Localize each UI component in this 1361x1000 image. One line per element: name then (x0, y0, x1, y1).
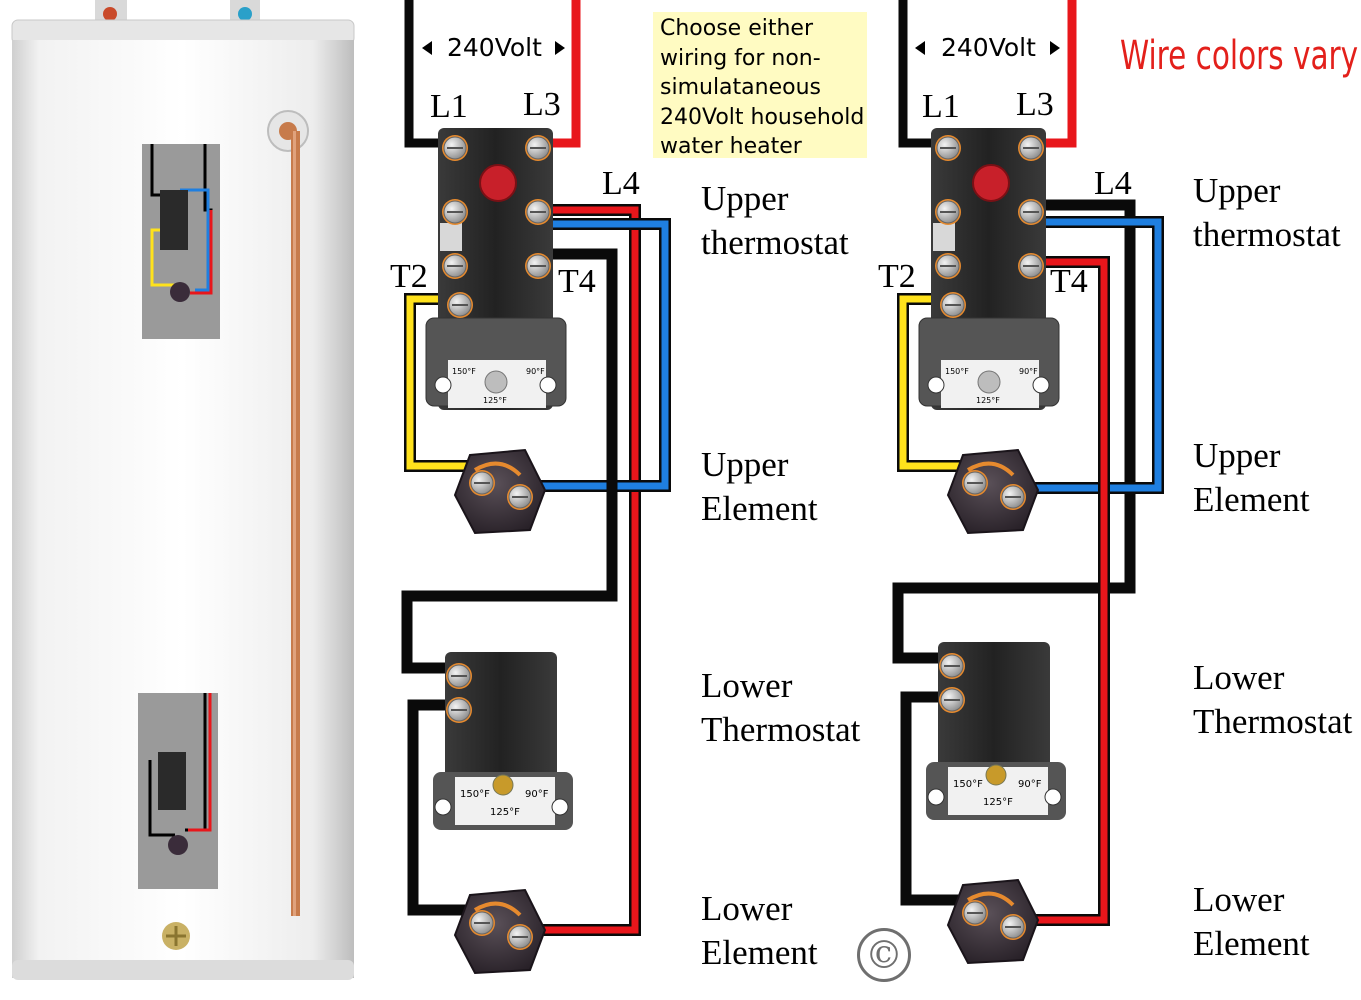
left-upper-element-icon (453, 448, 547, 535)
svg-text:90°F: 90°F (526, 367, 545, 376)
right-terminal-t2: T2 (878, 258, 916, 295)
right-voltage-label: 240Volt (941, 33, 1036, 62)
right-terminal-l1: L1 (922, 88, 960, 125)
svg-text:125°F: 125°F (483, 396, 507, 405)
svg-text:90°F: 90°F (1018, 779, 1042, 790)
left-voltage-label: 240Volt (447, 33, 542, 62)
wiring-note: Choose either wiring for non- simulatane… (653, 12, 867, 159)
svg-text:125°F: 125°F (490, 807, 520, 818)
right-diagram-wires (892, 0, 1164, 926)
water-heater-tank-icon (11, 0, 355, 980)
left-terminal-l1: L1 (430, 88, 468, 125)
svg-text:125°F: 125°F (976, 396, 1000, 405)
left-upper-thermostat-icon: 150°F 125°F 90°F (425, 128, 567, 410)
svg-text:150°F: 150°F (460, 789, 490, 800)
right-lower-element-icon (946, 878, 1040, 965)
svg-text:125°F: 125°F (983, 797, 1013, 808)
svg-text:150°F: 150°F (945, 367, 969, 376)
svg-text:90°F: 90°F (1019, 367, 1038, 376)
left-terminal-l4: L4 (602, 165, 640, 202)
left-terminal-l3: L3 (523, 86, 561, 123)
svg-text:90°F: 90°F (525, 789, 549, 800)
svg-text:150°F: 150°F (452, 367, 476, 376)
right-terminal-l3: L3 (1016, 86, 1054, 123)
right-upper-element-icon (946, 448, 1040, 535)
voltage-arrows (422, 41, 1060, 55)
right-terminal-l4: L4 (1094, 165, 1132, 202)
left-diagram-wires (401, 0, 671, 936)
left-terminal-t2: T2 (390, 258, 428, 295)
svg-text:150°F: 150°F (953, 779, 983, 790)
wire-colors-warning: Wire colors vary (1120, 33, 1359, 79)
right-terminal-t4: T4 (1050, 263, 1088, 300)
left-terminal-t4: T4 (558, 263, 596, 300)
right-upper-thermostat-icon: 150°F 125°F 90°F (918, 128, 1060, 410)
left-lower-element-icon (453, 888, 547, 975)
copyright-icon: © (857, 928, 911, 982)
